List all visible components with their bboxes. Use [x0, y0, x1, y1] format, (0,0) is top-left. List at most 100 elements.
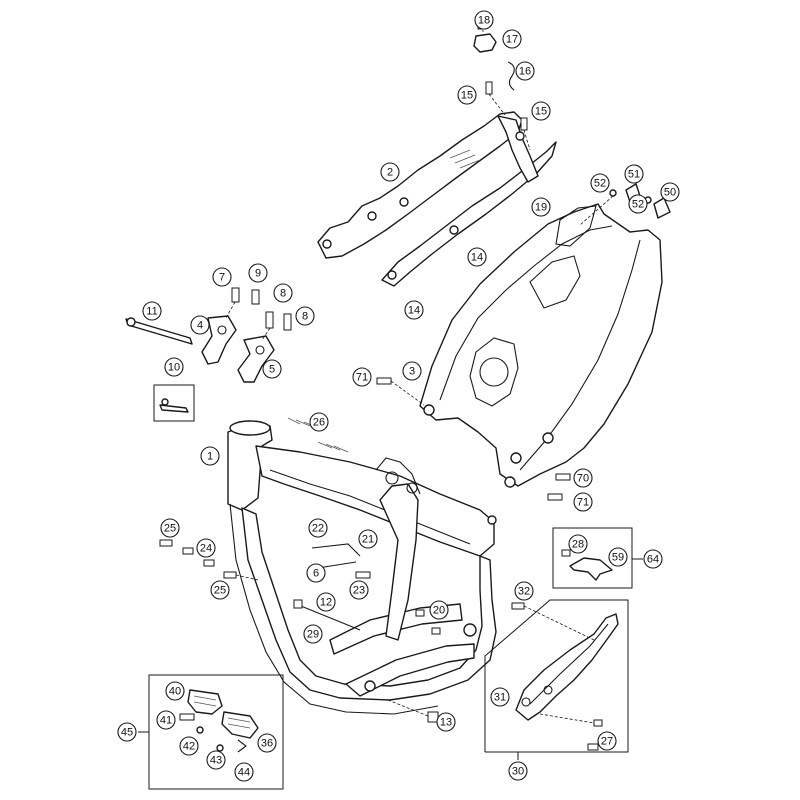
callout-circle	[200, 446, 220, 466]
callout-circle	[248, 263, 268, 283]
callout-circle	[117, 722, 137, 742]
callout-label: 20	[433, 605, 445, 617]
callout-2: 2	[380, 162, 400, 182]
callout-14: 14	[404, 300, 424, 320]
callout-41: 41	[156, 710, 176, 730]
callout-29: 29	[303, 624, 323, 644]
callout-22: 22	[308, 518, 328, 538]
callout-6: 6	[306, 563, 326, 583]
callout-15: 15	[531, 101, 551, 121]
callout-circle	[358, 529, 378, 549]
callout-label: 14	[408, 305, 420, 317]
callout-label: 36	[261, 738, 273, 750]
airbox	[376, 203, 663, 501]
callout-label: 23	[353, 585, 365, 597]
callout-circle	[212, 267, 232, 287]
main-frame	[159, 417, 497, 723]
callout-59: 59	[608, 547, 628, 567]
callout-circle	[436, 712, 456, 732]
callout-circle	[643, 549, 663, 569]
callout-label: 8	[302, 311, 308, 323]
callout-circle	[508, 761, 528, 781]
callout-circle	[597, 731, 617, 751]
callout-label: 42	[183, 741, 195, 753]
callout-label: 30	[512, 766, 524, 778]
callout-circle	[234, 762, 254, 782]
callout-44: 44	[234, 762, 254, 782]
callout-circle	[352, 367, 372, 387]
callout-circle	[590, 173, 610, 193]
callout-32: 32	[514, 581, 534, 601]
callout-circle	[380, 162, 400, 182]
callout-label: 13	[440, 717, 452, 729]
callout-circle	[624, 164, 644, 184]
callout-8: 8	[273, 283, 293, 303]
shock-linkage-brackets	[125, 287, 292, 422]
callout-label: 15	[535, 106, 547, 118]
callout-circle	[568, 534, 588, 554]
callout-label: 29	[307, 629, 319, 641]
callout-20: 20	[429, 600, 449, 620]
callout-label: 51	[628, 169, 640, 181]
callout-label: 44	[238, 767, 250, 779]
callout-circle	[531, 101, 551, 121]
callout-45: 45	[117, 722, 137, 742]
callout-3: 3	[402, 361, 422, 381]
callout-71: 71	[573, 492, 593, 512]
callout-label: 28	[572, 539, 584, 551]
callout-label: 41	[160, 715, 172, 727]
callout-1: 1	[200, 446, 220, 466]
subframe	[317, 111, 557, 287]
callout-label: 15	[461, 90, 473, 102]
callout-11: 11	[142, 301, 162, 321]
callout-circle	[502, 29, 522, 49]
callout-43: 43	[206, 750, 226, 770]
callout-circle	[142, 301, 162, 321]
callout-circle	[573, 492, 593, 512]
callout-circle	[306, 563, 326, 583]
callout-12: 12	[316, 592, 336, 612]
callout-40: 40	[165, 681, 185, 701]
callout-label: 18	[478, 15, 490, 27]
callout-label: 16	[519, 66, 531, 78]
callout-31: 31	[490, 687, 510, 707]
callout-label: 64	[647, 554, 659, 566]
callout-label: 25	[214, 585, 226, 597]
callout-30: 30	[508, 761, 528, 781]
callout-circle	[295, 306, 315, 326]
callout-circle	[474, 10, 494, 30]
callout-circle	[165, 681, 185, 701]
callout-circle	[190, 315, 210, 335]
callout-circle	[573, 468, 593, 488]
callout-18: 18	[474, 10, 494, 30]
callout-label: 6	[313, 568, 319, 580]
callout-51: 51	[624, 164, 644, 184]
callout-circle	[628, 194, 648, 214]
callout-circle	[316, 592, 336, 612]
callout-25: 25	[210, 580, 230, 600]
callout-label: 22	[312, 523, 324, 535]
callout-circle	[257, 733, 277, 753]
callout-label: 59	[612, 552, 624, 564]
callout-25: 25	[160, 518, 180, 538]
callout-52: 52	[628, 194, 648, 214]
callout-label: 5	[269, 364, 275, 376]
callout-26: 26	[309, 412, 329, 432]
callout-70: 70	[573, 468, 593, 488]
callout-label: 52	[594, 178, 606, 190]
callout-label: 8	[280, 288, 286, 300]
callout-label: 26	[313, 417, 325, 429]
box-45	[138, 674, 284, 790]
callout-circle	[457, 85, 477, 105]
callout-circle	[160, 518, 180, 538]
callout-label: 71	[356, 372, 368, 384]
callout-circle	[273, 283, 293, 303]
callout-label: 31	[494, 692, 506, 704]
callout-7: 7	[212, 267, 232, 287]
callout-10: 10	[164, 357, 184, 377]
callout-label: 40	[169, 686, 181, 698]
callout-28: 28	[568, 534, 588, 554]
callout-52: 52	[590, 173, 610, 193]
callout-label: 14	[471, 252, 483, 264]
